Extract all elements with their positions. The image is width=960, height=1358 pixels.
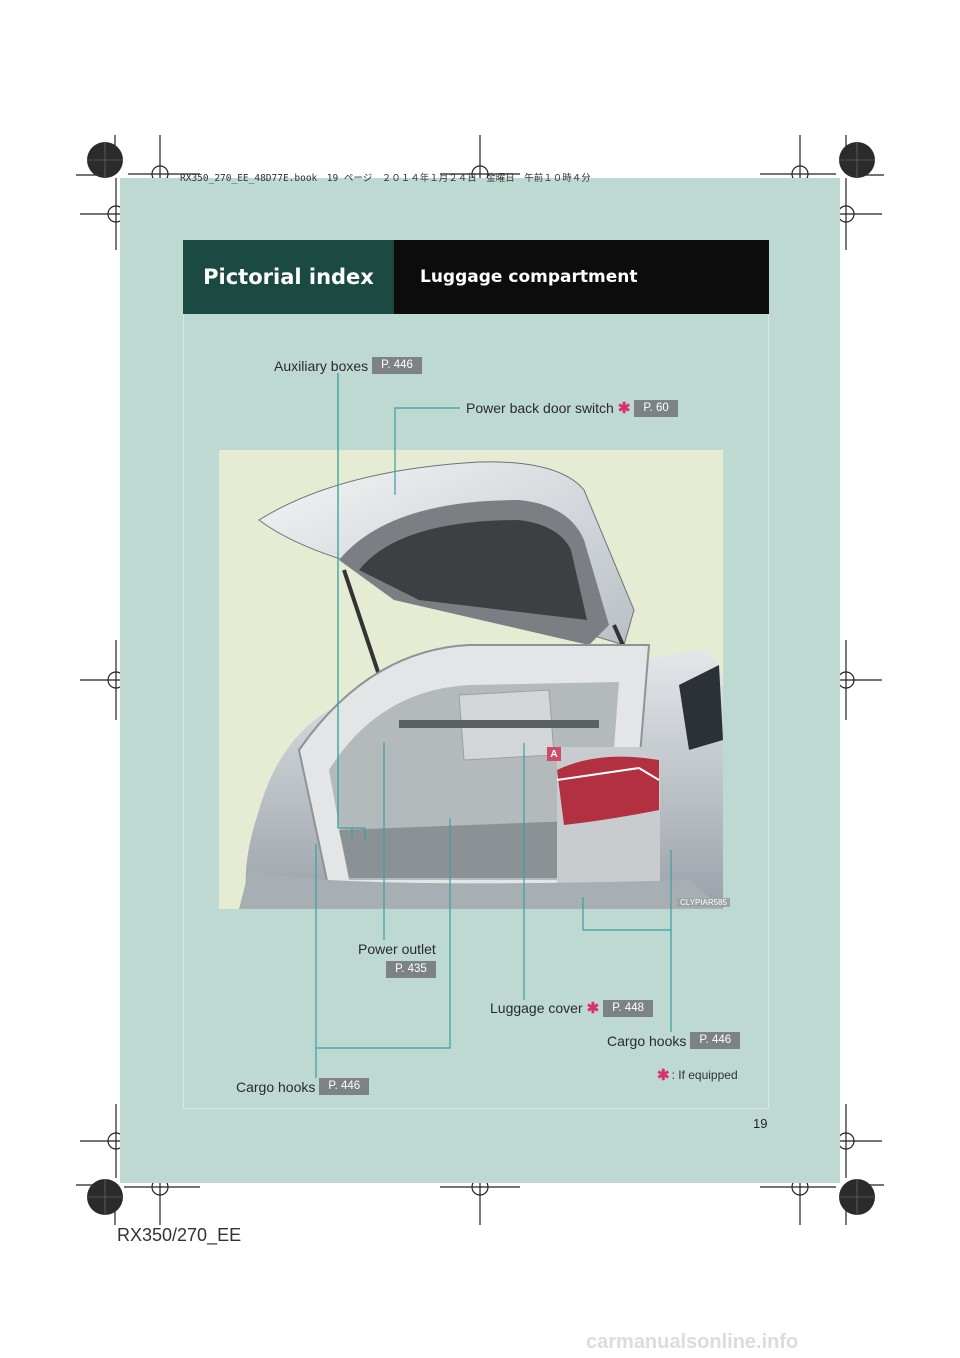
callout-label: Power outlet: [358, 941, 436, 957]
footnote-text: : If equipped: [671, 1068, 738, 1082]
inset-marker-a: A: [547, 747, 561, 761]
callout-cargo-hooks-right: Cargo hooks P. 446: [607, 1032, 741, 1049]
page-reference-link[interactable]: P. 60: [634, 399, 678, 417]
page-number: 19: [753, 1116, 768, 1131]
callout-label: Power back door switch: [466, 400, 614, 416]
callout-luggage-cover: Luggage cover ✱ P. 448: [490, 999, 653, 1017]
site-watermark: carmanualsonline.info: [586, 1331, 799, 1353]
model-code: RX350/270_EE: [117, 1225, 242, 1245]
footnote: ✱ : If equipped: [657, 1066, 738, 1084]
callout-label: Luggage cover: [490, 1000, 583, 1016]
page-reference-link[interactable]: P. 435: [386, 961, 436, 978]
page-reference-link[interactable]: P. 446: [690, 1032, 741, 1049]
callout-label: Cargo hooks: [236, 1078, 316, 1095]
page-reference-link[interactable]: P. 446: [372, 357, 422, 374]
book-info: RX350_270_EE_48D77E.book 19 ページ ２０１４年１月２…: [180, 173, 591, 184]
page-title: Luggage compartment: [394, 240, 769, 314]
callout-power-back-door-switch: Power back door switch ✱ P. 60: [466, 399, 678, 417]
if-equipped-star-icon: ✱: [617, 400, 631, 417]
callout-power-outlet: Power outlet P. 435: [358, 941, 436, 978]
photo-code: CLYPIAR585: [677, 898, 730, 907]
callout-auxiliary-boxes: Auxiliary boxes P. 446: [274, 357, 422, 374]
if-equipped-star-icon: ✱: [586, 1000, 600, 1017]
callout-label: Auxiliary boxes: [274, 357, 369, 374]
if-equipped-star-icon: ✱: [657, 1067, 670, 1084]
page-reference-link[interactable]: P. 446: [319, 1078, 370, 1095]
callout-cargo-hooks-left: Cargo hooks P. 446: [236, 1078, 370, 1095]
page-reference-link[interactable]: P. 448: [603, 999, 653, 1017]
car-rear-illustration: [239, 461, 723, 909]
luggage-compartment-photo: [219, 450, 723, 909]
callout-label: Cargo hooks: [607, 1032, 687, 1049]
section-title: Pictorial index: [183, 240, 394, 314]
